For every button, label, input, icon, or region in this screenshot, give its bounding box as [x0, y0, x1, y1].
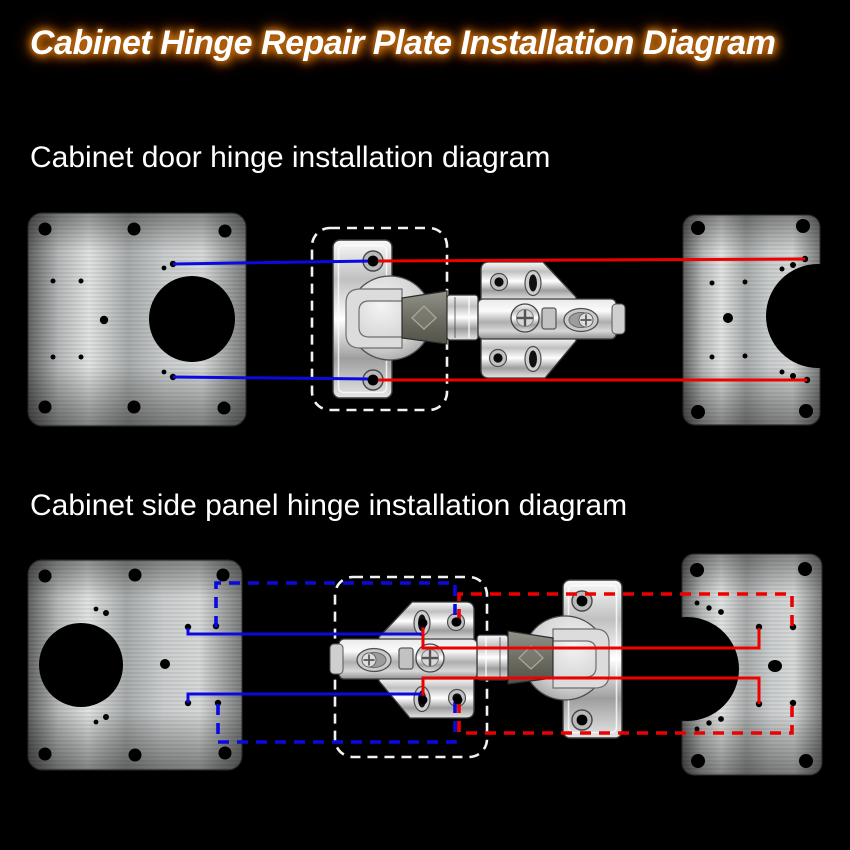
panel-red-dashed-bottom [457, 702, 794, 735]
panel-blue-dashed-bottom [216, 702, 457, 744]
door-left-plate-holes [38, 222, 235, 415]
door-right-repair-plate [682, 214, 850, 426]
panel-red-solid-bottom [421, 676, 761, 704]
panel-connection-lines [186, 581, 794, 744]
door-blue-line-bottom [172, 375, 374, 381]
door-blue-line-top [172, 259, 374, 266]
side-panel-section-heading: Cabinet side panel hinge installation di… [30, 489, 628, 522]
panel-plate-notch [635, 617, 739, 721]
door-hinge-dashed-outline [310, 226, 449, 412]
door-section-heading: Cabinet door hinge installation diagram [30, 141, 551, 174]
door-connection-lines [172, 255, 807, 386]
door-plate-large-hole [149, 276, 235, 362]
panel-right-repair-plate [635, 553, 823, 776]
panel-red-dashed-top [457, 592, 794, 627]
page-title: Cabinet Hinge Repair Plate Installation … [30, 24, 776, 62]
door-left-repair-plate [27, 212, 247, 427]
panel-left-plate-holes [38, 568, 232, 762]
door-right-plate-holes [691, 219, 813, 419]
panel-red-solid-top [421, 624, 761, 650]
panel-plate-large-hole [39, 623, 123, 707]
door-plate-notch [766, 264, 850, 368]
panel-concealed-hinge [328, 578, 624, 740]
door-red-line-top [372, 257, 806, 263]
panel-left-repair-plate [27, 559, 243, 771]
panel-right-plate-holes [690, 562, 813, 768]
door-hinge-diagram [27, 212, 850, 427]
panel-blue-dashed-top [214, 581, 457, 627]
side-panel-hinge-diagram [27, 553, 823, 776]
